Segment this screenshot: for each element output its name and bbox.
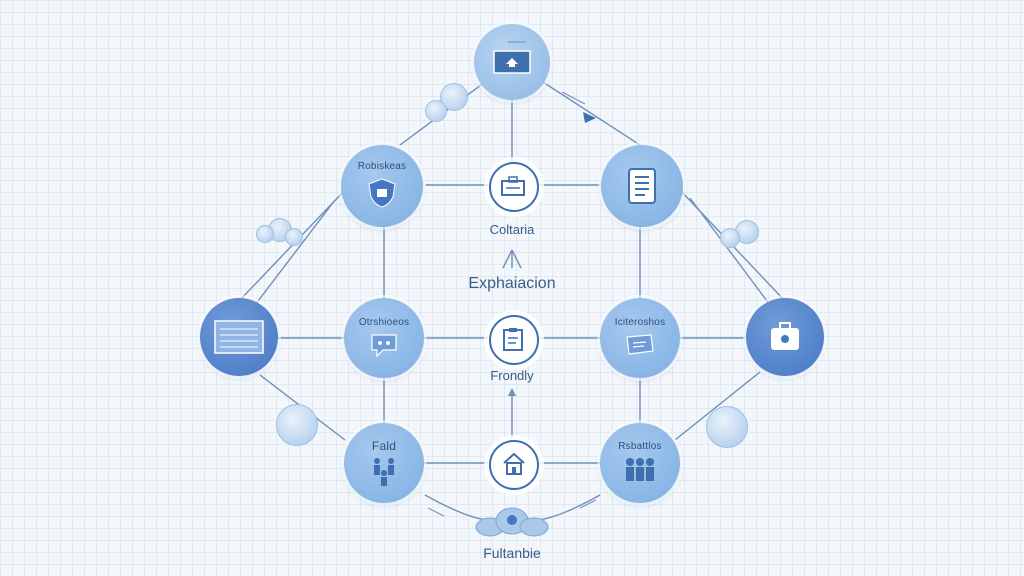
bubble-left-b: [256, 225, 274, 243]
node-mid-left[interactable]: Otrshioeos: [344, 298, 424, 378]
node-upper-left-label: Robiskeas: [357, 161, 407, 172]
node-mid-left-label: Otrshioeos: [358, 317, 410, 328]
bubble-lower-left: [276, 404, 318, 446]
hub-middle-caption: Frondly: [490, 368, 534, 383]
bubble-left-c: [285, 228, 303, 246]
bubble-lower-right: [706, 406, 748, 448]
hub-top-caption: Coltaria: [489, 222, 535, 237]
edge-outerright-lowerright: [674, 371, 761, 441]
keyboard-icon: [214, 320, 264, 354]
edge-upperleft-outerleft-b: [254, 199, 336, 306]
people-icon: [374, 458, 394, 486]
arrow-marker: [583, 112, 596, 123]
edge-v-center-c: [511, 249, 522, 269]
clipboard-icon: [503, 328, 523, 351]
node-mid-right-label: Iciteroshos: [614, 317, 666, 328]
tablet-icon: [626, 334, 654, 355]
bubble-right-b: [720, 228, 740, 248]
people-icon: [626, 458, 654, 481]
node-lower-right[interactable]: Rsbattlos: [600, 423, 680, 503]
node-upper-right[interactable]: [601, 145, 683, 227]
laptop-icon: [493, 50, 531, 74]
edge-upperright-outerright-b: [689, 197, 771, 306]
node-mid-right[interactable]: Iciteroshos: [600, 298, 680, 378]
cloud-cluster-icon: [475, 507, 549, 537]
bottom-caption: Fultanbie: [483, 545, 541, 561]
node-outer-left[interactable]: [200, 298, 278, 376]
hub-bottom[interactable]: [489, 440, 539, 490]
toolbox-icon: [501, 176, 525, 196]
shield-icon: [368, 178, 396, 208]
node-top[interactable]: [474, 24, 550, 100]
node-lower-left[interactable]: Fald: [344, 423, 424, 503]
bubble-top-left-small: [425, 100, 447, 122]
node-lower-left-label: Fald: [371, 439, 397, 453]
edge-v-center-b: [502, 249, 513, 269]
hub-top[interactable]: [489, 162, 539, 212]
node-outer-right[interactable]: [746, 298, 824, 376]
document-icon: [628, 168, 656, 204]
node-upper-left[interactable]: Robiskeas: [341, 145, 423, 227]
hub-middle[interactable]: [489, 315, 539, 365]
arrow-up-marker: [508, 388, 516, 396]
center-caption: Exphaiacion: [468, 275, 556, 292]
chat-icon: [371, 334, 397, 358]
briefcase-icon: [771, 322, 799, 350]
node-lower-right-label: Rsbattlos: [618, 441, 662, 452]
home-icon: [503, 452, 525, 475]
